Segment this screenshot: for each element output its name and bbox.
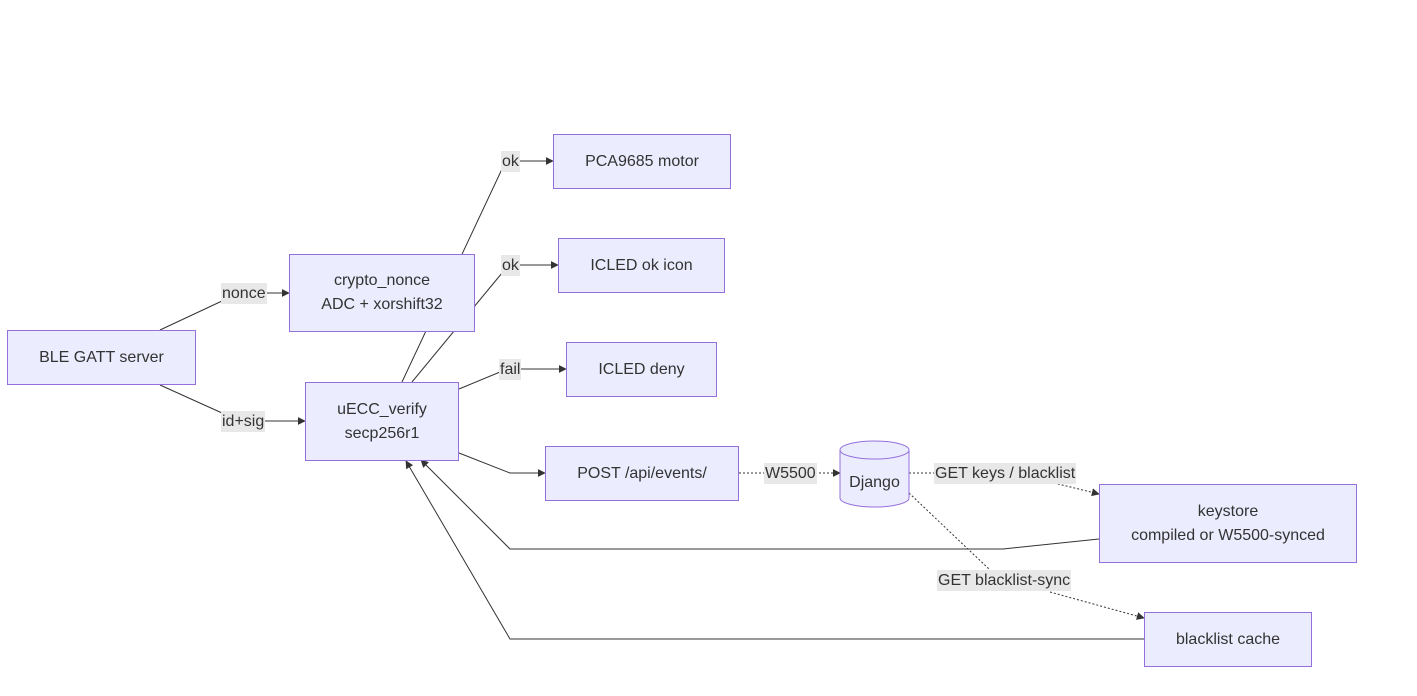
edge-ble-to-crypto xyxy=(159,293,289,331)
node-icled-deny[interactable]: ICLED deny xyxy=(566,342,717,397)
edge-label-ok-motor: ok xyxy=(501,151,520,172)
edge-label-nonce: nonce xyxy=(221,283,267,304)
edge-uecc-to-icled-deny xyxy=(458,369,566,390)
node-label-line1: keystore xyxy=(1197,502,1259,520)
node-post-api-events[interactable]: POST /api/events/ xyxy=(545,446,739,501)
node-blacklist-cache[interactable]: blacklist cache xyxy=(1144,612,1312,667)
node-ble-gatt-server[interactable]: BLE GATT server xyxy=(7,330,196,385)
edge-blacklist-to-uecc xyxy=(405,460,1144,640)
node-label-line1: uECC_verify xyxy=(337,400,427,418)
node-pca9685-motor[interactable]: PCA9685 motor xyxy=(553,134,731,189)
node-icled-ok-icon[interactable]: ICLED ok icon xyxy=(558,238,725,293)
node-label: ICLED deny xyxy=(598,360,685,378)
edge-uecc-to-post xyxy=(458,452,546,477)
django-cylinder xyxy=(839,440,910,508)
node-label: ICLED ok icon xyxy=(590,256,693,274)
node-label: blacklist cache xyxy=(1175,630,1281,648)
edge-label-get-keys: GET keys / blacklist xyxy=(934,463,1077,484)
edge-label-get-blacklist-sync: GET blacklist-sync xyxy=(937,570,1072,591)
node-crypto-nonce[interactable]: crypto_nonce ADC + xorshift32 xyxy=(289,254,475,332)
node-label: POST /api/events/ xyxy=(577,464,707,482)
edge-keystore-to-uecc xyxy=(420,459,1100,550)
edge-label-fail: fail xyxy=(499,359,522,380)
edge-django-to-keystore xyxy=(909,472,1099,494)
edge-label-w5500: W5500 xyxy=(764,463,817,484)
node-label-line1: crypto_nonce xyxy=(333,272,431,289)
edge-label-id-sig: id+sig xyxy=(221,411,266,432)
node-label-line2: secp256r1 xyxy=(344,424,420,442)
edge-django-to-blacklist xyxy=(908,492,1144,618)
node-label: BLE GATT server xyxy=(39,348,164,366)
node-label-line2: compiled or W5500-synced xyxy=(1131,526,1325,544)
node-label: PCA9685 motor xyxy=(585,152,699,170)
node-label-line2: ADC + xorshift32 xyxy=(321,296,443,313)
edge-ble-to-uecc xyxy=(159,384,305,421)
node-keystore[interactable]: keystore compiled or W5500-synced xyxy=(1099,484,1357,563)
node-uecc-verify[interactable]: uECC_verify secp256r1 xyxy=(305,382,459,461)
edge-label-ok-icon: ok xyxy=(501,255,520,276)
node-django-label[interactable]: Django xyxy=(849,474,900,491)
